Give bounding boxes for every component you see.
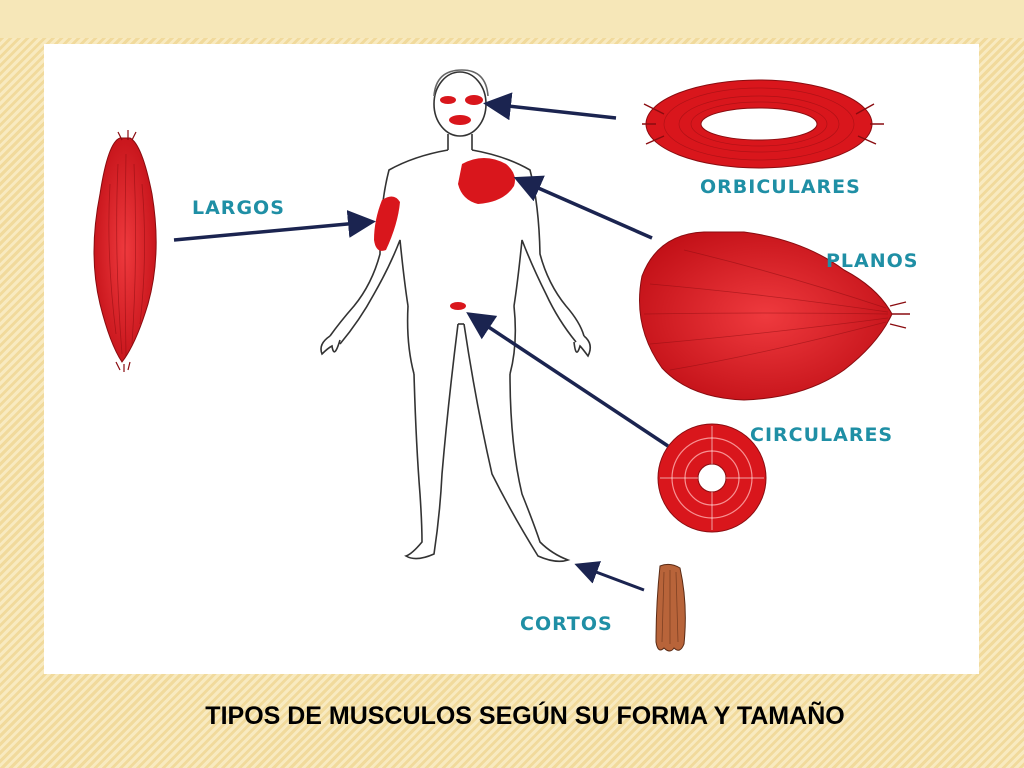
- torso-right: [471, 149, 585, 337]
- hips: [406, 305, 517, 375]
- neck: [447, 134, 473, 150]
- label-circulares: CIRCULARES: [750, 424, 893, 446]
- slide-top-band: [0, 0, 1024, 38]
- arm-inner-right: [513, 239, 577, 343]
- muscle-diagram-panel: LARGOS ORBICULARES: [44, 44, 979, 674]
- leg-right: [463, 323, 571, 563]
- body-muscle-markers: [374, 95, 515, 310]
- muscle-types-diagram: LARGOS ORBICULARES: [93, 69, 918, 652]
- circular-muscle-illustration: [657, 423, 767, 533]
- flat-muscle-illustration: [639, 231, 910, 401]
- long-muscle-illustration: [93, 130, 157, 372]
- label-planos: PLANOS: [826, 250, 918, 272]
- hand-right: [573, 335, 592, 358]
- eye-orbicular-left: [440, 96, 456, 104]
- arrow-circulares: [466, 312, 669, 448]
- arrow-cortos: [574, 561, 645, 592]
- label-orbiculares: ORBICULARES: [700, 176, 861, 198]
- slide-caption: TIPOS DE MUSCULOS SEGÚN SU FORMA Y TAMAÑ…: [205, 702, 845, 730]
- arm-inner-left: [339, 239, 409, 345]
- eye-orbicular-right: [465, 95, 483, 105]
- mouth-orbicular: [449, 115, 471, 125]
- orbicular-muscle-illustration: [642, 79, 884, 169]
- arrow-planos: [513, 175, 653, 240]
- arrow-orbiculares: [483, 92, 617, 121]
- hand-left: [320, 335, 341, 356]
- arrow-largos: [173, 209, 376, 242]
- label-cortos: CORTOS: [520, 613, 613, 635]
- torso-left: [329, 149, 449, 337]
- short-muscle-illustration: [655, 563, 686, 652]
- arm-biceps: [374, 196, 400, 251]
- human-body-outline: [320, 69, 592, 563]
- leg-left: [404, 323, 459, 560]
- hair: [433, 69, 489, 97]
- navel-sphincter: [450, 302, 466, 310]
- chest-pectoral: [458, 158, 515, 204]
- label-largos: LARGOS: [192, 197, 285, 219]
